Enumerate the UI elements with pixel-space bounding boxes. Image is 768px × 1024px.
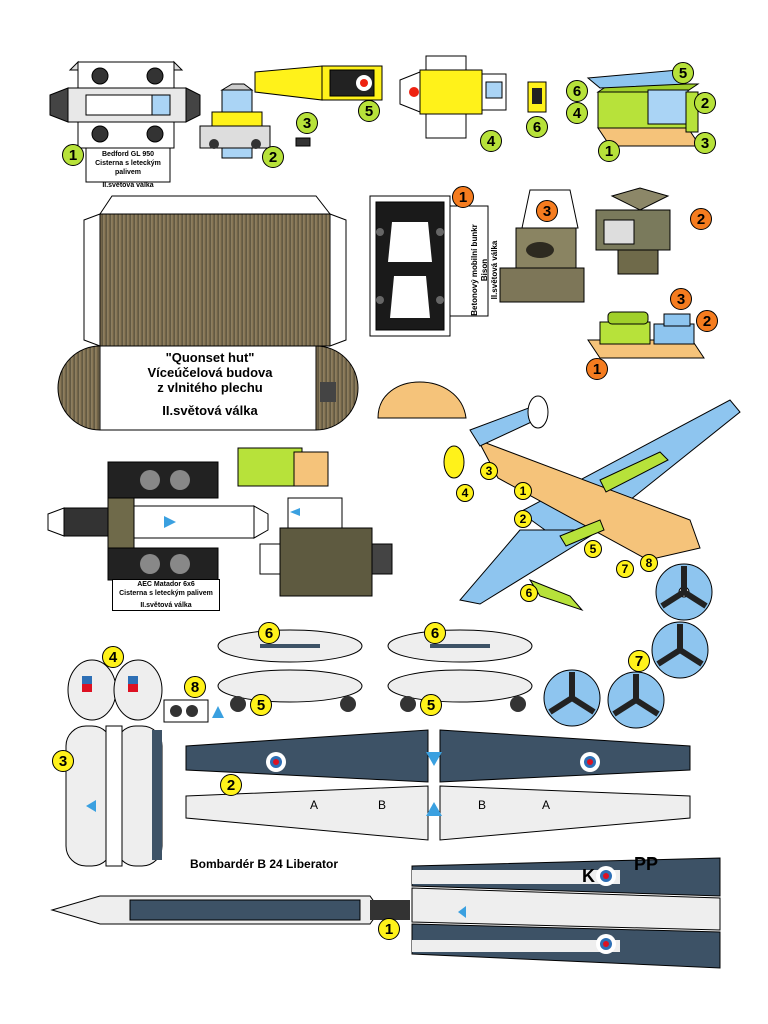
b24-fuselage-left (50, 895, 410, 925)
bunker-caption-1: Betonový mobilní bunkr (470, 224, 479, 316)
marker-bedford-2: 2 (262, 146, 284, 168)
marker-bedford-1: 1 (62, 144, 84, 166)
matador-caption-2: Cisterna s leteckým palivem (119, 590, 213, 597)
marker-bedford-3: 3 (296, 112, 318, 134)
matador-cab-net (259, 497, 393, 597)
marker-bedford-assy-5: 5 (672, 62, 694, 84)
marker-b24-6a: 6 (258, 622, 280, 644)
marker-b24-5b: 5 (420, 694, 442, 716)
bunker-caption: Betonový mobilní bunkr Bison II.světová … (470, 215, 500, 325)
marker-b24-2: 2 (220, 774, 242, 796)
wing-label-a-right: A (542, 798, 551, 812)
marker-b24-1: 1 (378, 918, 400, 940)
wing-label-b-right: B (478, 798, 487, 812)
marker-b24-assy-8: 8 (640, 554, 658, 572)
marker-bunker-assy-1: 1 (586, 358, 608, 380)
wing-label-b-left: B (378, 798, 387, 812)
bunker-caption-3: II.světová válka (490, 240, 499, 300)
bedford-caption: Bedford GL 950 Cisterna s leteckým paliv… (86, 150, 170, 190)
marker-bedford-assy-3: 3 (694, 132, 716, 154)
code-letter: K (582, 866, 595, 886)
marker-b24-assy-4: 4 (456, 484, 474, 502)
marker-b24-7: 7 (628, 650, 650, 672)
marker-bedford-4: 4 (480, 130, 502, 152)
marker-b24-assy-3: 3 (480, 462, 498, 480)
quonset-title-3: z vlnitého plechu (157, 380, 263, 395)
matador-caption-3: II.světová válka (140, 602, 192, 609)
matador-assembled (237, 447, 329, 487)
marker-b24-4: 4 (102, 646, 124, 668)
b24-assembled (443, 395, 741, 612)
b24-wing-bottom (185, 785, 691, 841)
marker-b24-3: 3 (52, 750, 74, 772)
bedford-caption-2: Cisterna s leteckým palivem (95, 160, 161, 176)
bedford-caption-1: Bedford GL 950 (102, 151, 154, 158)
marker-bunker-assy-2: 2 (696, 310, 718, 332)
bunker-caption-2: Bison (480, 258, 489, 282)
bunker-camo-pieces (499, 187, 671, 303)
propeller-icon-4 (607, 671, 665, 729)
quonset-assembled (377, 381, 467, 419)
b24-part-4 (67, 659, 163, 721)
code-squadron: PP (634, 854, 659, 874)
marker-bedford-assy-1: 1 (598, 140, 620, 162)
quonset-title: "Quonset hut" Víceúčelová budova z vlnit… (130, 350, 290, 418)
marker-b24-assy-1: 1 (514, 482, 532, 500)
marker-bedford-5: 5 (358, 100, 380, 122)
marker-b24-assy-7: 7 (616, 560, 634, 578)
quonset-title-2: Víceúčelová budova (147, 365, 273, 380)
bedford-tank (254, 65, 383, 101)
matador-net (47, 461, 269, 581)
marker-b24-assy-6: 6 (520, 584, 538, 602)
bedford-net (49, 60, 201, 183)
propeller-icon (655, 563, 713, 621)
matador-caption-1: AEC Matador 6x6 (137, 581, 195, 588)
b24-wing-top (185, 729, 691, 783)
b24-part-8 (163, 699, 224, 723)
marker-bedford-6: 6 (526, 116, 548, 138)
bedford-front (399, 55, 547, 139)
b24-fuselage-right (411, 857, 721, 969)
matador-caption: AEC Matador 6x6 Cisterna s leteckým pali… (112, 579, 220, 611)
bedford-cab (199, 83, 271, 159)
propeller-icon-2 (651, 621, 709, 679)
marker-bedford-assy-6: 6 (566, 80, 588, 102)
marker-b24-assy-5: 5 (584, 540, 602, 558)
propeller-icon-3 (543, 669, 601, 727)
bedford-caption-3: II.světová válka (102, 182, 154, 189)
marker-b24-5a: 5 (250, 694, 272, 716)
bedford-assembled (586, 69, 701, 147)
quonset-title-1: "Quonset hut" (165, 350, 255, 365)
marker-b24-8: 8 (184, 676, 206, 698)
quonset-title-4: II.světová válka (162, 403, 258, 418)
marker-bedford-assy-4: 4 (566, 102, 588, 124)
marker-b24-assy-2: 2 (514, 510, 532, 528)
marker-bunker-1: 1 (452, 186, 474, 208)
marker-b24-6b: 6 (424, 622, 446, 644)
quonset-net (57, 195, 359, 431)
marker-bunker-3: 3 (536, 200, 558, 222)
wing-label-a-left: A (310, 798, 319, 812)
bunker-assembled (587, 311, 705, 359)
marker-bunker-assy-3: 3 (670, 288, 692, 310)
marker-bunker-2: 2 (690, 208, 712, 230)
bunker-net (369, 195, 489, 337)
b24-part-3 (65, 725, 163, 867)
marker-bedford-assy-2: 2 (694, 92, 716, 114)
nacelle-parts (217, 629, 533, 712)
liberator-title: Bombardér B 24 Liberator (190, 857, 339, 871)
